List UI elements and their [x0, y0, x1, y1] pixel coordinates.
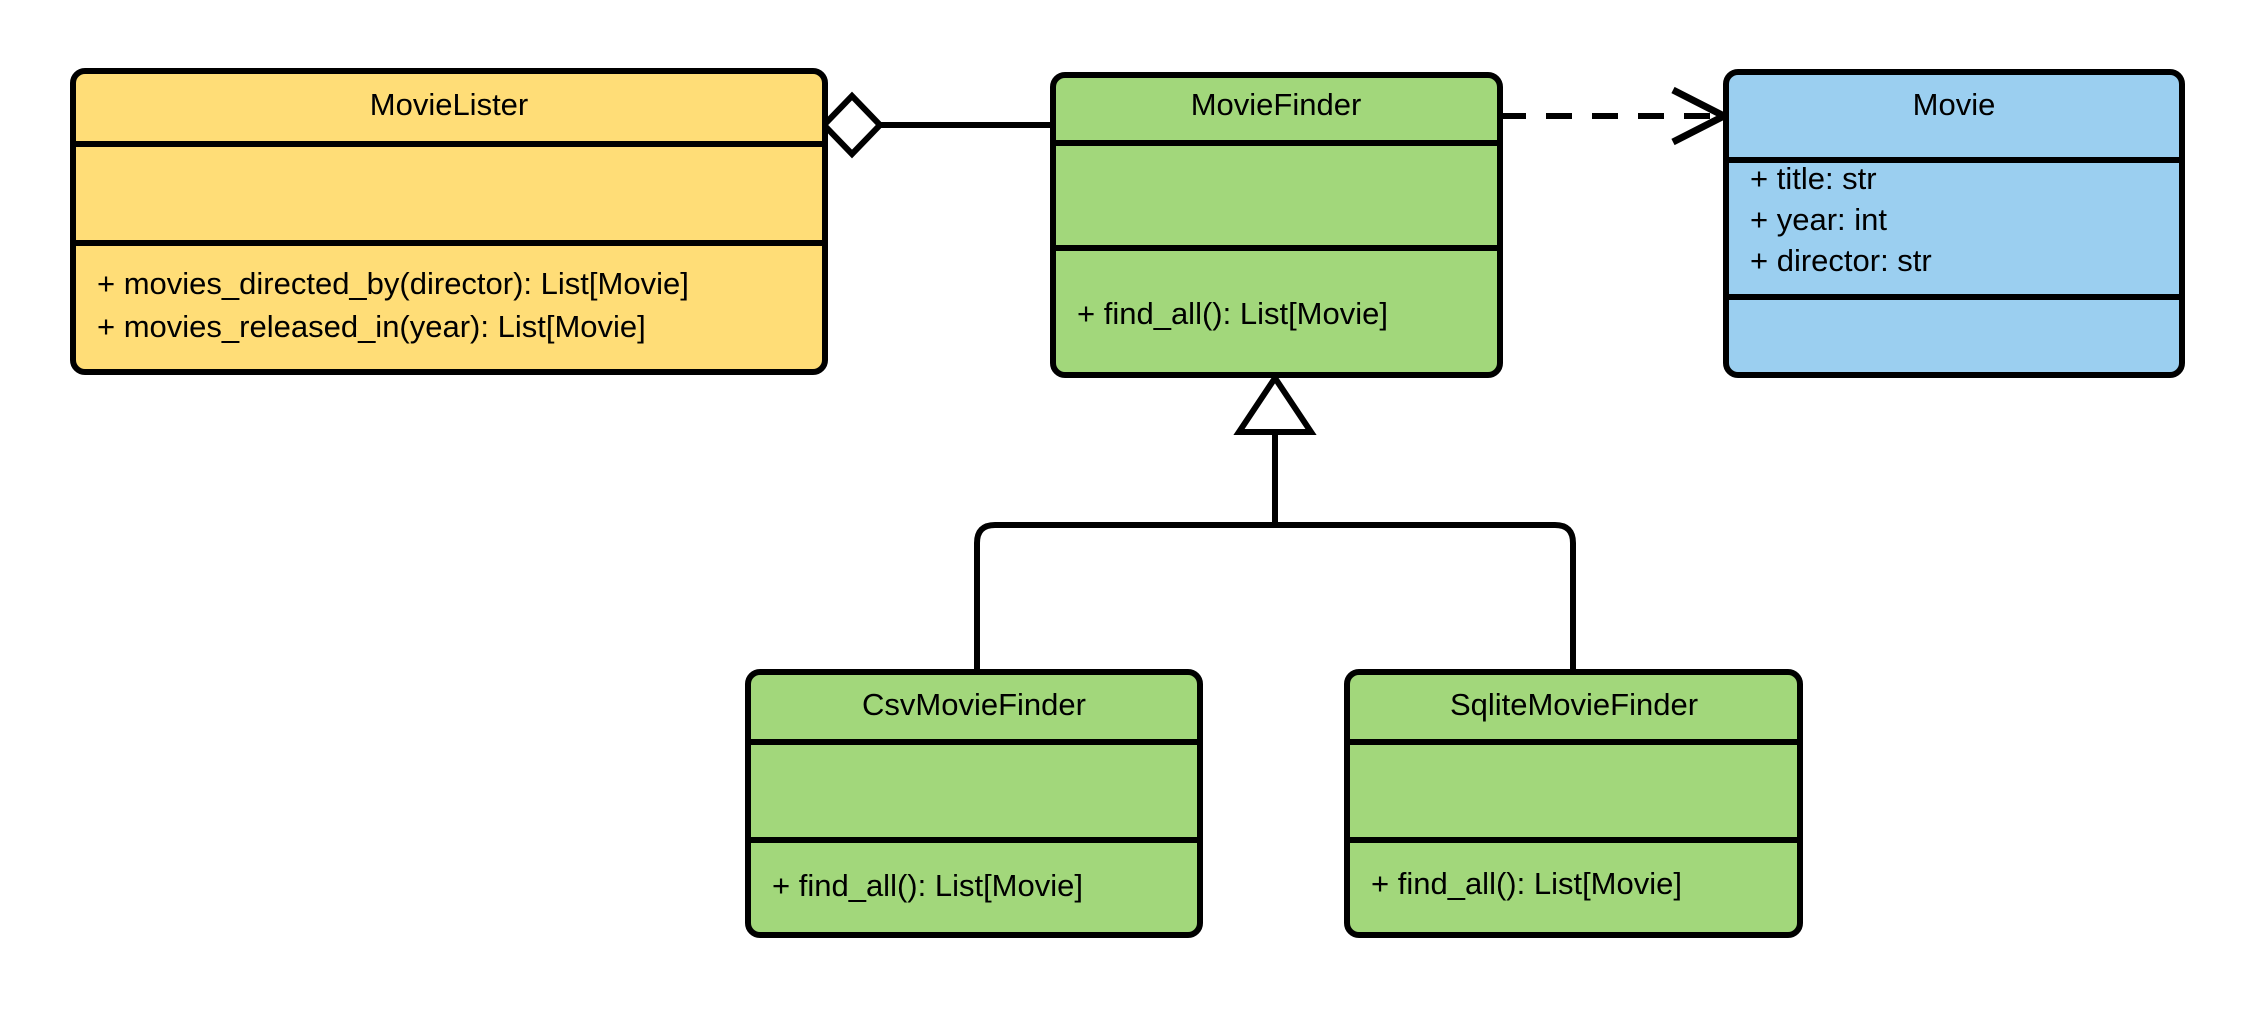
hollow-triangle-icon — [1233, 372, 1317, 435]
movie-attribute-1: + year: int — [1750, 202, 1887, 237]
generalization-branch-sqlite — [1275, 522, 1576, 672]
class-node-movielister[interactable]: MovieLister + movies_directed_by(directo… — [70, 68, 828, 375]
movie-attribute-2: + director: str — [1750, 243, 1932, 278]
movie-title: Movie — [1913, 87, 1996, 122]
class-node-sqlitemoviefinder[interactable]: SqliteMovieFinder + find_all(): List[Mov… — [1344, 669, 1803, 938]
hollow-diamond-icon — [819, 91, 885, 159]
moviefinder-box — [1050, 72, 1503, 378]
class-node-moviefinder[interactable]: MovieFinder + find_all(): List[Movie] — [1050, 72, 1503, 378]
moviefinder-method-0: + find_all(): List[Movie] — [1077, 296, 1388, 331]
relationship-dependency-finder-movie[interactable] — [1500, 86, 1732, 146]
sqlitemoviefinder-box — [1344, 669, 1803, 938]
sqlitemoviefinder-title: SqliteMovieFinder — [1450, 687, 1698, 722]
generalization-branch-csv — [974, 522, 1275, 672]
relationship-generalization-tree[interactable] — [974, 372, 1576, 672]
csvmoviefinder-method-0: + find_all(): List[Movie] — [772, 868, 1083, 903]
movielister-title: MovieLister — [370, 87, 529, 122]
moviefinder-title: MovieFinder — [1191, 87, 1362, 122]
sqlitemoviefinder-method-0: + find_all(): List[Movie] — [1371, 866, 1682, 901]
class-node-csvmoviefinder[interactable]: CsvMovieFinder + find_all(): List[Movie] — [745, 669, 1203, 938]
relationship-aggregation-lister-finder[interactable] — [819, 91, 1053, 159]
movielister-method-1: + movies_released_in(year): List[Movie] — [97, 309, 646, 344]
csvmoviefinder-title: CsvMovieFinder — [862, 687, 1086, 722]
movielister-method-0: + movies_directed_by(director): List[Mov… — [97, 266, 689, 301]
class-node-movie[interactable]: Movie + title: str + year: int + directo… — [1723, 69, 2185, 378]
csvmoviefinder-box — [745, 669, 1203, 938]
movie-attribute-0: + title: str — [1750, 161, 1877, 196]
